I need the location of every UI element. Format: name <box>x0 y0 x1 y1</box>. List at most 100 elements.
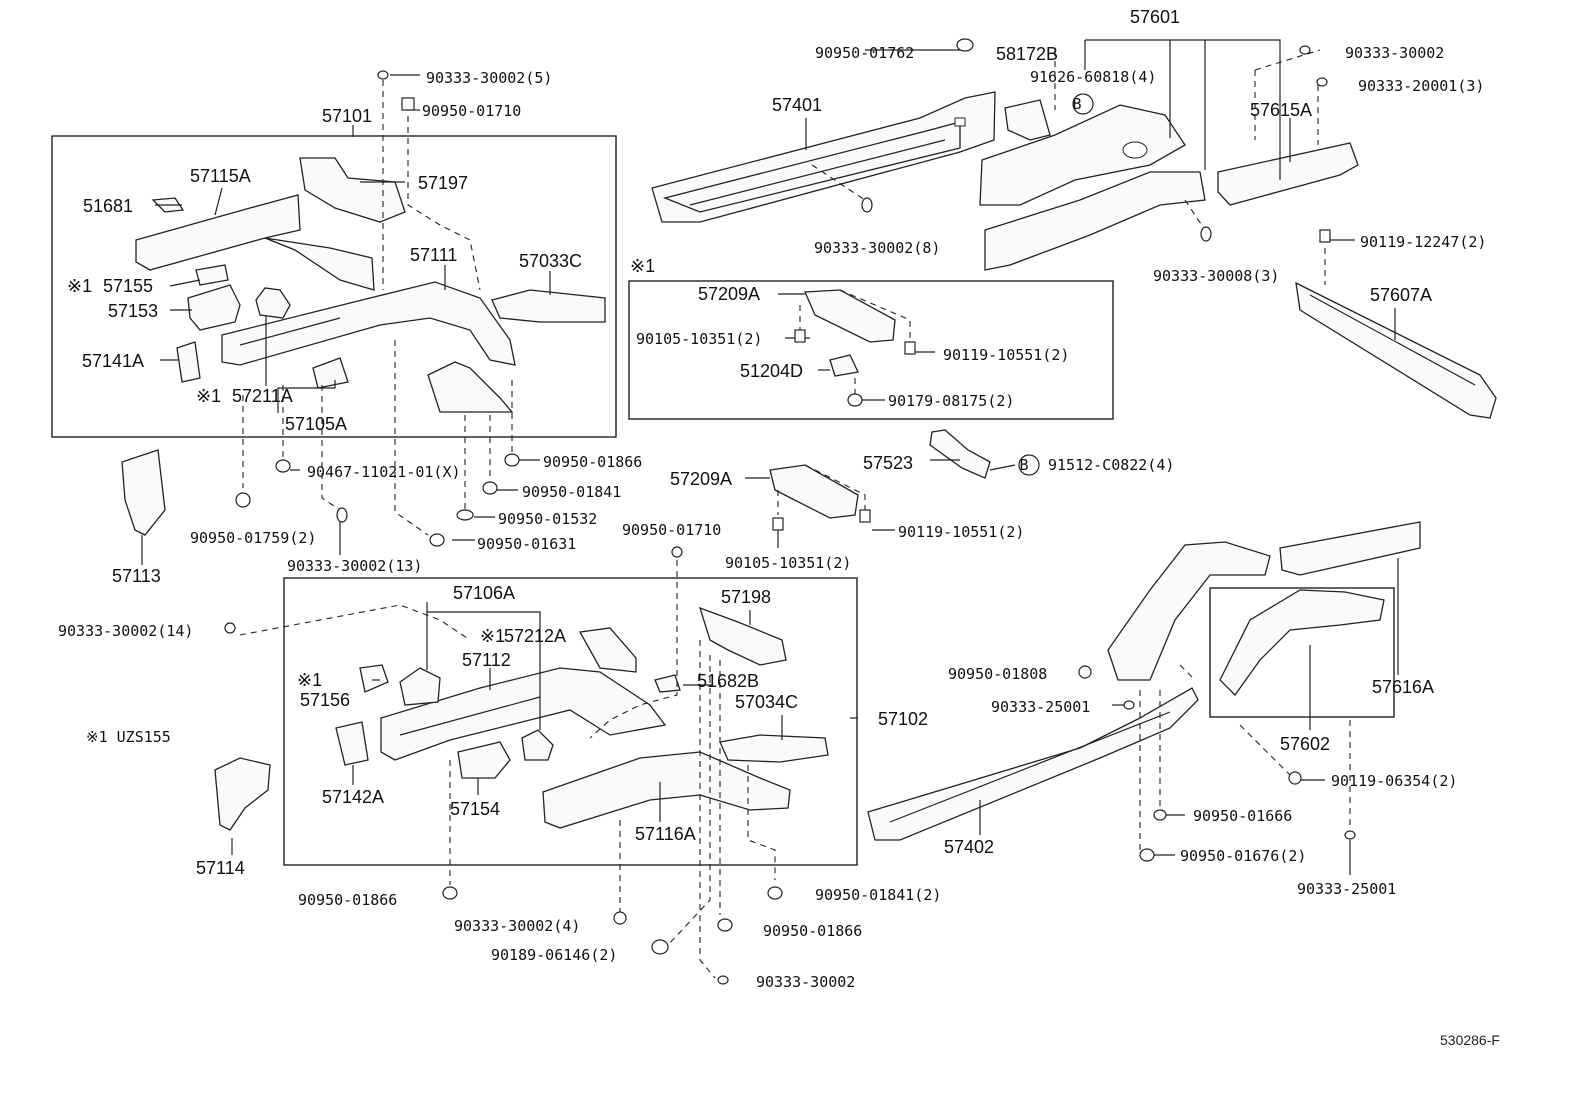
label-57401: 57401 <box>772 95 822 115</box>
label-57523: 57523 <box>863 453 913 473</box>
part-57113 <box>121 449 166 536</box>
label-90467-11021: 90467-11021-01(X) <box>307 463 461 481</box>
label-57141A: 57141A <box>82 351 144 371</box>
label-90950-01841-a: 90950-01841 <box>522 483 621 501</box>
part-57616A-member <box>1279 521 1421 576</box>
part-57602 <box>1219 589 1385 697</box>
group-box-57101 <box>51 135 617 438</box>
label-57115A: 57115A <box>190 166 251 186</box>
part-57111 <box>221 281 516 366</box>
label-57114: 57114 <box>196 858 245 878</box>
label-57402: 57402 <box>944 837 994 857</box>
label-57601: 57601 <box>1130 7 1180 27</box>
label-90333-30002-13: 90333-30002(13) <box>287 557 422 575</box>
mark-sub1: ※1 <box>630 256 655 276</box>
label-90333-30002-r: 90333-30002 <box>1345 44 1444 62</box>
label-57615A: 57615A <box>1250 100 1312 120</box>
label-57033C: 57033C <box>519 251 582 271</box>
part-57523 <box>929 429 991 479</box>
label-57105A: 57105A <box>285 414 347 434</box>
label-90333-30008: 90333-30008(3) <box>1153 267 1279 285</box>
label-90333-30002-14: 90333-30002(14) <box>58 622 193 640</box>
part-57115A <box>135 194 375 291</box>
label-57198: 57198 <box>721 587 771 607</box>
part-57154 <box>457 741 511 779</box>
part-57607A <box>1295 281 1497 419</box>
label-57142A: 57142A <box>322 787 384 807</box>
label-57209A-bottom: 57209A <box>670 469 732 489</box>
mark-57212A: ※1 <box>480 626 505 646</box>
mark-57155: ※1 <box>67 276 92 296</box>
label-57102: 57102 <box>878 709 928 729</box>
label-90119-12247: 90119-12247(2) <box>1360 233 1486 251</box>
diagram-code: 530286-F <box>1440 1032 1500 1048</box>
part-57197 <box>299 157 406 223</box>
note-uzs155: ※1 UZS155 <box>86 728 171 746</box>
label-57154: 57154 <box>450 799 500 819</box>
part-57616A-upper <box>1107 541 1271 681</box>
label-90105-10351-bottom: 90105-10351(2) <box>725 554 851 572</box>
label-90179-08175: 90179-08175(2) <box>888 392 1014 410</box>
part-57198 <box>698 606 787 666</box>
part-57401-rocker <box>651 91 996 223</box>
group-box-sub1 <box>628 280 1114 420</box>
label-90119-10551-bottom: 90119-10551(2) <box>898 523 1024 541</box>
label-57155: 57155 <box>103 276 153 296</box>
mark-57156: ※1 <box>297 670 322 690</box>
part-57155 <box>195 264 229 286</box>
label-57116A: 57116A <box>635 824 696 844</box>
label-57101: 57101 <box>322 106 372 126</box>
part-57601-rail-upper <box>979 99 1186 206</box>
part-57209A-bottom <box>769 464 859 519</box>
part-57114 <box>214 757 271 831</box>
label-90333-20001: 90333-20001(3) <box>1358 77 1484 95</box>
group-box-57616A <box>1209 587 1395 718</box>
label-91626-60818: 91626-60818(4) <box>1030 68 1156 86</box>
label-51204D: 51204D <box>740 361 803 381</box>
part-57106A <box>399 667 441 706</box>
label-90950-01866-c: 90950-01866 <box>763 922 862 940</box>
circle-b-mid: B <box>1019 456 1028 474</box>
label-57113: 57113 <box>112 566 161 586</box>
label-90105-10351-top: 90105-10351(2) <box>636 330 762 348</box>
part-57209A-top <box>804 289 896 343</box>
part-57033C <box>491 289 606 323</box>
part-57402 <box>867 687 1199 841</box>
label-58172B: 58172B <box>996 44 1058 64</box>
label-57616A: 57616A <box>1372 677 1434 697</box>
label-90950-01866-a: 90950-01866 <box>543 453 642 471</box>
label-51681: 51681 <box>83 196 133 216</box>
label-90950-01676: 90950-01676(2) <box>1180 847 1306 865</box>
part-labels: 57601 90950-01762 58172B 91626-60818(4) … <box>58 7 1500 1048</box>
label-90950-01762: 90950-01762 <box>815 44 914 62</box>
label-90333-30002-bot: 90333-30002 <box>756 973 855 991</box>
label-57211A: 57211A <box>232 386 293 406</box>
label-91512-C0822: 91512-C0822(4) <box>1048 456 1174 474</box>
leader-lines <box>141 39 1399 979</box>
label-57106A: 57106A <box>453 583 515 603</box>
label-90189-06146: 90189-06146(2) <box>491 946 617 964</box>
label-57212A: 57212A <box>504 626 566 646</box>
part-57601-rail-lower <box>984 171 1206 271</box>
part-57105A <box>312 357 514 413</box>
part-57141A <box>176 341 201 383</box>
label-57209A-top: 57209A <box>698 284 760 304</box>
part-51204D <box>829 354 859 377</box>
label-90333-30002-8: 90333-30002(8) <box>814 239 940 257</box>
label-57197: 57197 <box>418 173 468 193</box>
part-51682B <box>654 674 681 693</box>
label-90950-01710-top: 90950-01710 <box>422 102 521 120</box>
label-57153: 57153 <box>108 301 158 321</box>
label-57602: 57602 <box>1280 734 1330 754</box>
label-90950-01666: 90950-01666 <box>1193 807 1292 825</box>
part-57034C <box>719 734 829 763</box>
label-90333-30002-5: 90333-30002(5) <box>426 69 552 87</box>
label-90950-01710-mid: 90950-01710 <box>622 521 721 539</box>
part-57153 <box>187 284 241 331</box>
label-57034C: 57034C <box>735 692 798 712</box>
group-box-57102 <box>283 577 858 866</box>
circle-b-top: B <box>1072 95 1081 113</box>
label-57111: 57111 <box>410 245 457 265</box>
part-57156 <box>359 664 389 693</box>
